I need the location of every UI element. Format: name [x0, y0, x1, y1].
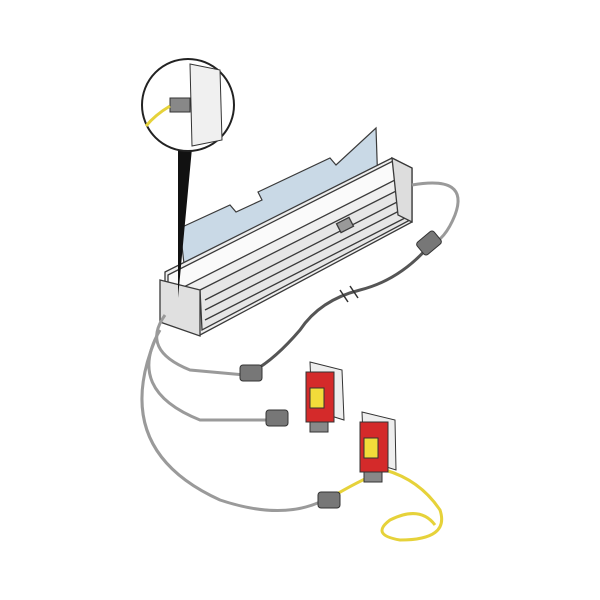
light-fixture	[159, 156, 413, 337]
detail-magnifier	[141, 58, 235, 152]
safety-switch	[305, 361, 345, 433]
detail-pointer	[178, 148, 192, 298]
cable-1	[155, 314, 246, 377]
cable-3	[140, 339, 321, 513]
safety-switch	[359, 411, 397, 483]
link-cable	[244, 244, 432, 377]
connector-plug	[239, 230, 442, 509]
yellow-cable-coil	[329, 468, 443, 542]
cables	[140, 181, 460, 542]
